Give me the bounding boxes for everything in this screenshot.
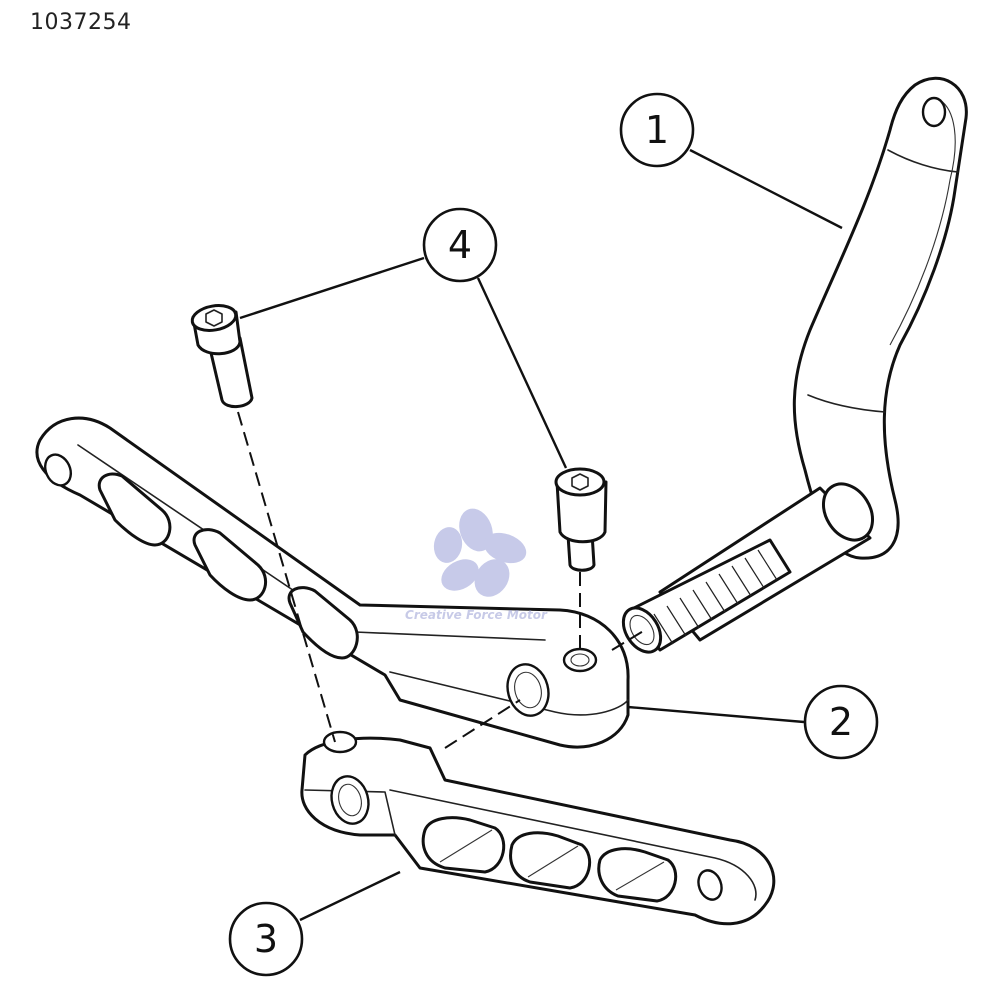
watermark-hands-icon — [433, 508, 527, 597]
callout-2-number: 2 — [829, 700, 853, 744]
part-3-lower-linkage-arm — [300, 730, 776, 926]
callout-3-number: 3 — [254, 917, 278, 961]
callout-4: 4 — [239, 207, 568, 469]
watermark-text: Creative Force Motor — [405, 608, 548, 622]
callout-1-number: 1 — [645, 108, 669, 152]
callout-1: 1 — [619, 92, 843, 230]
part-4-bolt-left — [190, 304, 254, 408]
part-4-bolt-right — [554, 467, 608, 572]
callout-2: 2 — [627, 684, 879, 760]
part-2-upper-linkage-arm — [35, 416, 630, 749]
document-id: 1037254 — [30, 10, 132, 35]
part-1-shift-lever — [621, 76, 968, 654]
callout-4-number: 4 — [448, 223, 472, 267]
callout-3: 3 — [228, 870, 401, 977]
watermark: Creative Force Motor — [405, 508, 548, 622]
assembly-lines — [237, 411, 646, 749]
